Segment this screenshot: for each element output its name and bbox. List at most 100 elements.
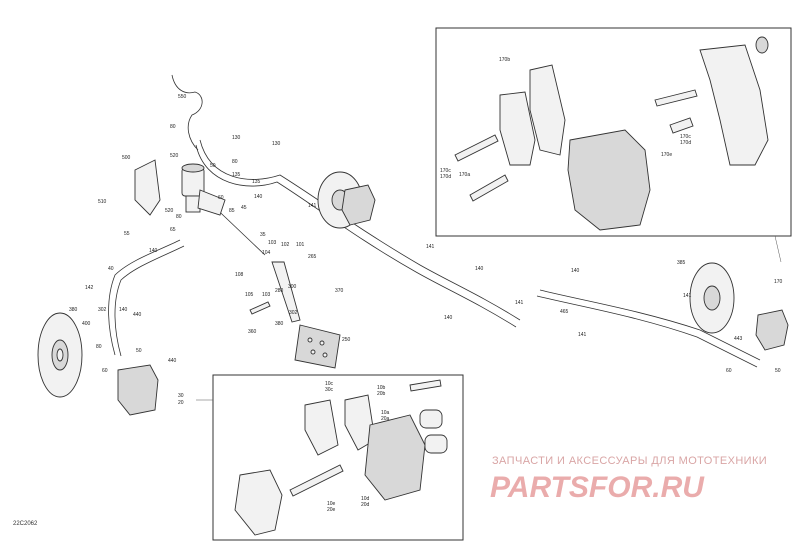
callout-label-c141d: 141 [683,293,692,299]
callout-label-c85: 85 [229,208,235,214]
callout-label-c50b: 50 [136,348,142,354]
rear-brake-pad-inner [529,64,566,156]
callout-label-c140c: 140 [475,266,484,272]
callout-label-c35: 35 [260,232,266,238]
callout-label-c135a: 135 [232,172,241,178]
front-left-brake-line-parallel [114,245,185,357]
callout-label-c440a: 440 [133,312,142,318]
callout-label-c141b: 141 [426,244,435,250]
callout-label-c520: 520 [170,153,179,159]
callout-label-c465: 465 [560,309,569,315]
callout-label-c103b: 103 [262,292,271,298]
callout-label-c135b: 135 [252,179,261,185]
callout-label-c170c: 170c [440,168,451,174]
front-brake-pad-outer [304,399,339,456]
callout-label-c380b: 380 [69,307,78,313]
callout-label-c140d: 140 [119,307,128,313]
callout-label-c520b: 520 [165,208,174,214]
callout-label-c380: 380 [275,321,284,327]
front-left-caliper [117,364,159,416]
callout-label-c170c2: 170c [680,134,691,140]
callout-label-c280: 280 [275,288,284,294]
master-cylinder-bracket [134,159,161,216]
callout-label-c170a: 170a [459,172,470,178]
callout-label-c550: 550 [178,94,187,100]
front-caliper-detail-frame [212,374,464,541]
callout-label-c20e: 20e [327,507,336,513]
callout-label-c130a: 130 [232,135,241,141]
front-caliper-bleeder-bolt [409,379,442,392]
front-left-brake-line [108,239,181,356]
callout-label-c30c: 30c [325,387,334,393]
callout-label-c40: 40 [108,266,114,272]
callout-label-c170e: 170e [661,152,672,158]
callout-label-c60: 60 [218,195,224,201]
rear-caliper-small [755,309,789,351]
callout-label-c142: 142 [85,285,94,291]
callout-label-c140a: 140 [254,194,263,200]
callout-label-c103a: 103 [268,240,277,246]
callout-label-c360: 360 [248,329,257,335]
rear-brake-line [539,289,761,361]
rear-caliper-slide-pin [654,89,698,107]
callout-label-c140f: 140 [444,315,453,321]
front-caliper-guide-pin [289,464,344,497]
rear-caliper-detail-frame [435,27,792,237]
reservoir-bracket [197,189,226,216]
callout-label-c400: 400 [82,321,91,327]
callout-label-c10a: 10a [381,410,390,416]
callout-label-c302b: 302 [98,307,107,313]
watermark-tagline: ЗАПЧАСТИ И АКСЕССУАРЫ ДЛЯ МОТОТЕХНИКИ [492,455,768,467]
callout-label-c170d: 170d [440,174,451,180]
callout-label-c80b: 80 [232,159,238,165]
callout-label-c30: 30 [178,393,184,399]
callout-label-c80d: 80 [96,344,102,350]
rear-caliper-guide-pin-long [454,134,499,162]
callout-label-c302: 302 [289,310,298,316]
rear-caliper-bracket-bushing [755,36,769,54]
callout-label-c170d2: 170d [680,140,691,146]
callout-label-c101: 101 [296,242,305,248]
front-caliper-body [364,414,426,501]
rear-caliper-body [567,129,651,231]
callout-label-c140b: 140 [149,248,158,254]
rear-brake-disc [689,262,735,334]
front-caliper-piston-a [419,409,443,429]
callout-label-c50c: 50 [775,368,781,374]
diagram-reference-code: 22C2062 [13,521,38,527]
callout-label-c300: 300 [288,284,297,290]
rear-caliper-guide-pin-short [469,174,509,202]
callout-label-c10d: 10d [361,496,370,502]
callout-label-c130b: 130 [272,141,281,147]
front-right-caliper [341,184,376,226]
detail-leader-rear [774,235,782,263]
watermark-logo: PARTSFOR.RU [490,471,705,504]
sensor-wire [171,74,203,151]
callout-label-c443: 443 [734,336,743,342]
rear-brake-line-parallel [536,295,758,368]
callout-label-c141c: 141 [515,300,524,306]
callout-label-c104: 104 [262,250,271,256]
callout-label-c20b: 20b [377,391,386,397]
pedal-bolt [249,301,271,315]
callout-label-c370: 370 [335,288,344,294]
watermark-logo-text: PARTSFOR.RU [490,471,705,504]
rear-caliper-mounting-bracket [699,44,769,166]
callout-label-c250: 250 [342,337,351,343]
callout-label-c10c: 10c [325,381,334,387]
callout-label-c80a: 80 [170,124,176,130]
front-caliper-bracket [234,469,283,536]
callout-label-c141a: 141 [308,203,317,209]
callout-label-c50a: 50 [210,163,216,169]
callout-label-c385: 385 [677,260,686,266]
callout-label-c60c: 60 [726,368,732,374]
callout-label-c45: 45 [241,205,247,211]
callout-label-c170b: 170b [499,57,510,63]
front-brake-pad-inner [344,394,376,451]
callout-label-c140e: 140 [571,268,580,274]
rear-caliper-pin-boot [669,117,694,134]
rear-brake-pad-outer [499,91,536,166]
